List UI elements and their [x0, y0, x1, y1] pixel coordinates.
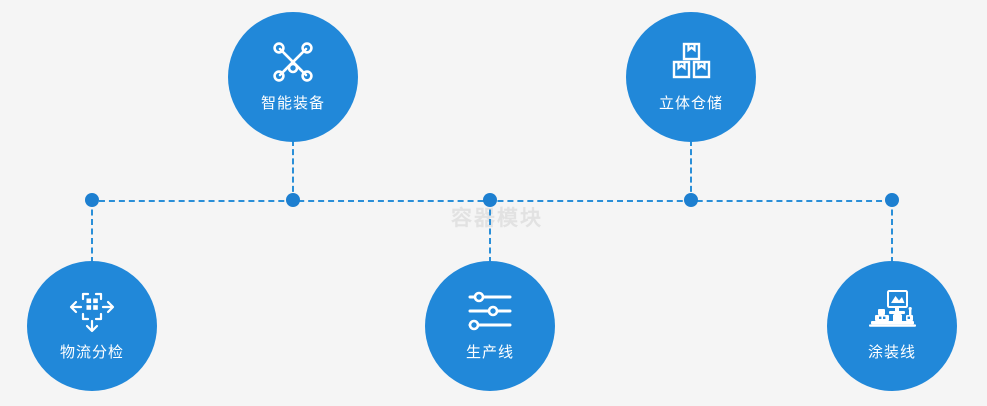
- connector-stem-stereoscopic-warehouse: [690, 140, 692, 201]
- node-label-coating-line: 涂装线: [867, 344, 916, 361]
- node-logistics-sorting[interactable]: 物流分检: [27, 261, 157, 391]
- stacked-boxes-icon: [666, 38, 716, 86]
- network-nodes-icon: [268, 38, 318, 86]
- connector-stem-coating-line: [891, 200, 893, 263]
- node-coating-line[interactable]: 涂装线: [827, 261, 957, 391]
- sorting-arrows-icon: [67, 287, 117, 335]
- node-label-stereoscopic-warehouse: 立体仓储: [658, 95, 723, 112]
- paint-machine-icon: [867, 287, 917, 335]
- node-label-production-line: 生产线: [465, 344, 514, 361]
- junction-dot-stereoscopic-warehouse[interactable]: [684, 193, 698, 207]
- node-stereoscopic-warehouse[interactable]: 立体仓储: [626, 12, 756, 142]
- node-smart-equipment[interactable]: 智能装备: [228, 12, 358, 142]
- sliders-icon: [465, 287, 515, 335]
- junction-dot-left[interactable]: [85, 193, 99, 207]
- connector-stem-production-line: [489, 200, 491, 263]
- watermark-text: 容器模块: [451, 207, 543, 230]
- connector-stem-logistics-sorting: [91, 200, 93, 263]
- junction-dot-right[interactable]: [885, 193, 899, 207]
- junction-dot-production-line[interactable]: [483, 193, 497, 207]
- node-label-smart-equipment: 智能装备: [260, 95, 325, 112]
- node-label-logistics-sorting: 物流分检: [59, 344, 124, 361]
- connector-stem-smart-equipment: [292, 140, 294, 201]
- node-production-line[interactable]: 生产线: [425, 261, 555, 391]
- junction-dot-smart-equipment[interactable]: [286, 193, 300, 207]
